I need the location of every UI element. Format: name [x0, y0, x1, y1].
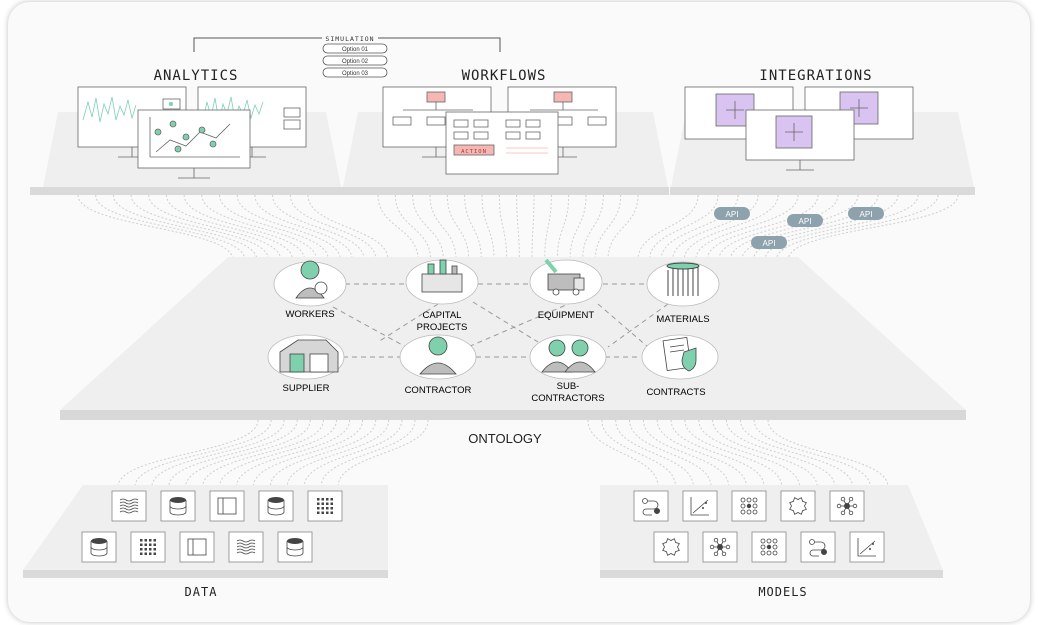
warehouse-icon: [279, 339, 339, 373]
node-equipment[interactable]: EQUIPMENT: [529, 258, 603, 321]
api-badge: API: [714, 207, 750, 220]
analytics-panel: ANALYTICS: [30, 68, 342, 195]
ontology-title: ONTOLOGY: [468, 431, 542, 446]
option-label: Option 01: [342, 47, 369, 53]
svg-text:API: API: [763, 239, 776, 248]
node-materials[interactable]: MATERIALS: [646, 261, 720, 325]
data-icon-grid: [81, 490, 343, 563]
node-label: MATERIALS: [656, 314, 709, 325]
scatter-icon: [849, 531, 885, 563]
diagram-frame: SIMULATION Option 01 Option 02 Option 03…: [8, 2, 1030, 622]
workflows-panel: WORKFLOWS ACTION: [342, 68, 669, 195]
network-icon: [751, 531, 787, 563]
contract-shield-icon: [662, 337, 697, 372]
api-badge: API: [787, 214, 823, 227]
window-icon: [179, 531, 215, 563]
option-label: Option 03: [342, 71, 369, 77]
node-label: EQUIPMENT: [538, 310, 595, 321]
workflows-title: WORKFLOWS: [462, 68, 547, 84]
node-label-line-1: SUB-: [557, 381, 580, 392]
simulation-label: SIMULATION: [325, 35, 374, 43]
gear-icon: [780, 490, 816, 522]
connection-lines: [77, 194, 959, 488]
analytics-title: ANALYTICS: [154, 68, 239, 84]
svg-text:API: API: [726, 210, 739, 219]
svg-text:API: API: [860, 210, 873, 219]
waves-icon: [228, 531, 264, 563]
node-label: SUPPLIER: [283, 383, 330, 394]
integration-monitor-icon: [745, 109, 855, 171]
node-capital-projects[interactable]: CAPITAL PROJECTS: [405, 259, 479, 333]
ontology-diagram: SIMULATION Option 01 Option 02 Option 03…: [23, 33, 975, 599]
scatter-icon: [682, 490, 718, 522]
node-label-line-2: PROJECTS: [417, 322, 468, 333]
svg-text:API: API: [799, 217, 812, 226]
grid-icon: [130, 531, 166, 563]
workflow-form-window: [445, 111, 559, 175]
database-icon: [277, 531, 313, 563]
api-badge: API: [751, 236, 787, 249]
node-label: CONTRACTS: [646, 387, 705, 398]
integrations-title: INTEGRATIONS: [759, 68, 872, 84]
models-title: MODELS: [758, 585, 807, 599]
database-icon: [258, 490, 294, 522]
simulation-group: SIMULATION Option 01 Option 02 Option 03: [193, 33, 501, 78]
gear-icon: [653, 531, 689, 563]
grid-icon: [307, 490, 343, 522]
hub-icon: [829, 490, 865, 522]
node-supplier[interactable]: SUPPLIER: [267, 334, 345, 394]
database-icon: [81, 531, 117, 563]
ontology-platform: ONTOLOGY: [60, 257, 966, 446]
network-icon: [731, 490, 767, 522]
simulation-option-1[interactable]: Option 01: [322, 43, 388, 54]
node-workers[interactable]: WORKERS: [273, 260, 347, 320]
flow-icon: [633, 490, 669, 522]
node-contractor[interactable]: CONTRACTOR: [399, 334, 477, 396]
person-icon: [419, 336, 457, 375]
model-icon-grid: [633, 490, 885, 563]
worker-icon: [295, 260, 328, 299]
api-badge: API: [848, 207, 884, 220]
node-label-line-2: CONTRACTORS: [531, 393, 604, 404]
node-contracts[interactable]: CONTRACTS: [641, 334, 719, 398]
integrations-panel: INTEGRATIONS: [670, 68, 975, 195]
database-icon: [160, 490, 196, 522]
node-label: CONTRACTOR: [405, 385, 472, 396]
node-label: WORKERS: [285, 309, 334, 320]
materials-icon: [666, 262, 700, 296]
waves-icon: [111, 490, 147, 522]
data-title: DATA: [185, 585, 218, 599]
simulation-option-3[interactable]: Option 03: [322, 67, 388, 78]
truck-icon: [544, 258, 585, 296]
hub-icon: [702, 531, 738, 563]
action-button-label: ACTION: [461, 149, 487, 155]
node-label-line-1: CAPITAL: [423, 310, 462, 321]
people-icon: [541, 339, 596, 373]
flow-icon: [800, 531, 836, 563]
window-icon: [209, 490, 245, 522]
factory-icon: [421, 259, 463, 293]
option-label: Option 02: [342, 59, 369, 65]
node-links: [332, 283, 669, 358]
node-sub-contractors[interactable]: SUB- CONTRACTORS: [529, 334, 607, 404]
simulation-option-2[interactable]: Option 02: [322, 55, 388, 66]
monitor-icon: [137, 109, 251, 179]
